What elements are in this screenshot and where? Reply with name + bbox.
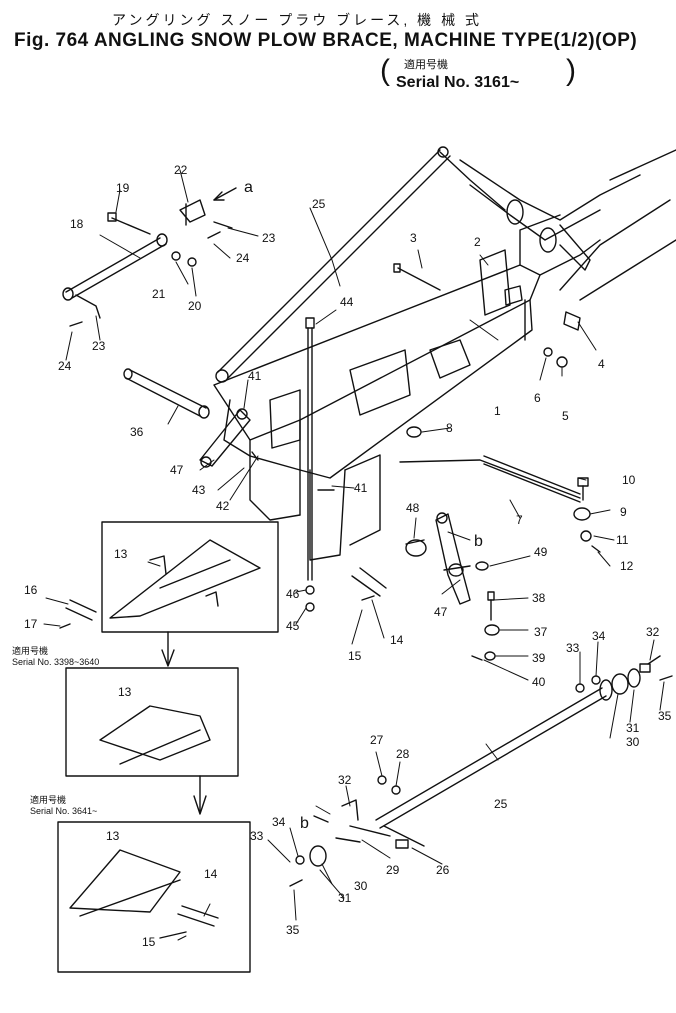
callout-26: 26 bbox=[436, 863, 450, 877]
callout-29: 29 bbox=[386, 863, 400, 877]
callout-33-right: 33 bbox=[566, 641, 580, 655]
callout-11: 11 bbox=[616, 533, 629, 547]
title-japanese: アングリング スノー プラウ ブレース, 機 械 式 bbox=[112, 12, 482, 28]
inset-1-caption-serial: Serial No. 3398~3640 bbox=[12, 657, 100, 667]
callout-9: 9 bbox=[620, 505, 627, 519]
callout-28: 28 bbox=[396, 747, 410, 761]
callout-31-left: 31 bbox=[338, 891, 352, 905]
upper-left-linkage bbox=[62, 199, 233, 327]
callout-42: 42 bbox=[216, 499, 230, 513]
long-pin-7 bbox=[393, 263, 601, 553]
callout-16: 16 bbox=[24, 583, 38, 597]
callout-1: 1 bbox=[494, 404, 501, 418]
inset-2-caption: 適用号機 Serial No. 3641~ bbox=[30, 795, 97, 817]
callout-34-left: 34 bbox=[272, 815, 286, 829]
callout-4: 4 bbox=[598, 357, 605, 371]
callout-31-right: 31 bbox=[626, 721, 640, 735]
callout-41-upper: 41 bbox=[248, 369, 262, 383]
callout-32-right: 32 bbox=[646, 625, 660, 639]
serial-bracket-left: ( bbox=[380, 54, 390, 87]
callout-17: 17 bbox=[24, 617, 38, 631]
lower-brace-rod bbox=[289, 679, 613, 887]
inset-frame-3 bbox=[57, 821, 251, 973]
callout-25-upper: 25 bbox=[312, 197, 326, 211]
callout-15: 15 bbox=[348, 649, 362, 663]
view-arrow-a: a bbox=[213, 179, 253, 201]
arrow-label-b-lower: b bbox=[300, 815, 309, 832]
callout-37: 37 bbox=[534, 625, 548, 639]
callout-49: 49 bbox=[534, 545, 548, 559]
callout-15-inset3: 15 bbox=[142, 935, 156, 949]
callout-36: 36 bbox=[130, 425, 144, 439]
callout-20: 20 bbox=[188, 299, 202, 313]
callout-35-right: 35 bbox=[658, 709, 672, 723]
upper-brace-rod bbox=[215, 146, 676, 383]
callout-14: 14 bbox=[390, 633, 404, 647]
inset-frame-2 bbox=[65, 667, 239, 815]
rod-end-parts bbox=[575, 655, 673, 695]
callout-13-inset3: 13 bbox=[106, 829, 120, 843]
callout-39: 39 bbox=[532, 651, 546, 665]
callout-46: 46 bbox=[286, 587, 300, 601]
callout-44: 44 bbox=[340, 295, 354, 309]
callout-30-left: 30 bbox=[354, 879, 368, 893]
callout-25-lower: 25 bbox=[494, 797, 508, 811]
vertical-bolt-44 bbox=[305, 317, 315, 612]
view-arrow-b-lower: b bbox=[300, 815, 329, 832]
callout-47-right: 47 bbox=[434, 605, 448, 619]
callout-40: 40 bbox=[532, 675, 546, 689]
callout-13-inset2: 13 bbox=[118, 685, 132, 699]
callout-23-lower: 23 bbox=[92, 339, 106, 353]
inset-2-caption-serial: Serial No. 3641~ bbox=[30, 806, 98, 816]
callout-2: 2 bbox=[474, 235, 481, 249]
callout-7: 7 bbox=[516, 513, 523, 527]
callout-48: 48 bbox=[406, 501, 420, 515]
leader-lines bbox=[43, 169, 665, 941]
main-frame-part bbox=[213, 214, 601, 561]
serial-label-japanese: 適用号機 bbox=[404, 59, 448, 71]
inset-frame-1 bbox=[59, 521, 279, 667]
callout-33-left: 33 bbox=[250, 829, 264, 843]
callout-43: 43 bbox=[192, 483, 206, 497]
callout-10: 10 bbox=[622, 473, 636, 487]
callout-32-left: 32 bbox=[338, 773, 352, 787]
callout-12: 12 bbox=[620, 559, 634, 573]
callout-numbers: 1 2 3 4 5 6 7 8 9 10 11 12 13 14 15 16 1… bbox=[24, 163, 672, 949]
callout-30-right: 30 bbox=[626, 735, 640, 749]
callout-18: 18 bbox=[70, 217, 84, 231]
arrow-label-a: a bbox=[244, 179, 253, 196]
callout-35-left: 35 bbox=[286, 923, 300, 937]
callout-3: 3 bbox=[410, 231, 417, 245]
callout-5: 5 bbox=[562, 409, 569, 423]
callout-24-upper: 24 bbox=[236, 251, 250, 265]
callout-22: 22 bbox=[174, 163, 188, 177]
arm-assembly-47 bbox=[317, 489, 500, 661]
figure-title: Fig. 764 ANGLING SNOW PLOW BRACE, MACHIN… bbox=[14, 30, 638, 51]
inset-1-caption-jp: 適用号機 bbox=[12, 646, 49, 656]
callout-24-lower: 24 bbox=[58, 359, 72, 373]
callout-8: 8 bbox=[446, 421, 453, 435]
view-arrow-b-upper: b bbox=[474, 533, 483, 550]
inset-1-caption: 適用号機 Serial No. 3398~3640 bbox=[12, 646, 99, 668]
callout-34-right: 34 bbox=[592, 629, 606, 643]
callout-45: 45 bbox=[286, 619, 300, 633]
shaft-part-36 bbox=[123, 368, 210, 419]
callout-6: 6 bbox=[534, 391, 541, 405]
callout-23-upper: 23 bbox=[262, 231, 276, 245]
callout-27: 27 bbox=[370, 733, 384, 747]
serial-number-range: Serial No. 3161~ bbox=[396, 74, 520, 91]
callout-19: 19 bbox=[116, 181, 130, 195]
serial-bracket-right: ) bbox=[566, 54, 576, 87]
arrow-label-b-upper: b bbox=[474, 533, 483, 550]
inset-2-caption-jp: 適用号機 bbox=[30, 795, 67, 805]
callout-13-main: 13 bbox=[114, 547, 128, 561]
callout-47-left: 47 bbox=[170, 463, 184, 477]
callout-14-inset3: 14 bbox=[204, 867, 218, 881]
callout-38: 38 bbox=[532, 591, 546, 605]
callout-21: 21 bbox=[152, 287, 166, 301]
callout-41-lower: 41 bbox=[354, 481, 368, 495]
